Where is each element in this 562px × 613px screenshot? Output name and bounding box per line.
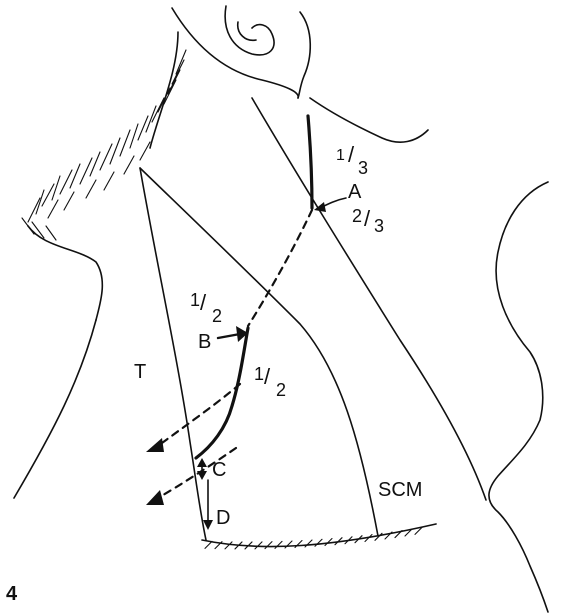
beard-stroke bbox=[36, 190, 44, 214]
beard-stroke bbox=[28, 198, 40, 222]
beard-stroke bbox=[124, 156, 134, 174]
pointer-arrow-b bbox=[218, 334, 240, 338]
svg-text:/: / bbox=[264, 364, 271, 389]
svg-text:/: / bbox=[348, 142, 355, 167]
clavicle-hatch-stroke bbox=[225, 542, 232, 549]
beard-stroke bbox=[70, 164, 80, 188]
fraction-upper-third: 1 / 3 bbox=[336, 142, 368, 178]
jaw-outline bbox=[28, 32, 178, 320]
label-scm: SCM bbox=[378, 479, 422, 501]
posterior-neck-contour bbox=[14, 320, 96, 498]
svg-text:3: 3 bbox=[374, 216, 384, 236]
label-d: D bbox=[216, 507, 230, 529]
label-c: C bbox=[212, 459, 226, 481]
beard-stroke bbox=[90, 152, 100, 176]
beard-stroke bbox=[48, 200, 58, 218]
beard-stroke bbox=[120, 130, 130, 156]
branch-upper-arrowhead bbox=[146, 438, 164, 452]
svg-text:2: 2 bbox=[276, 380, 286, 400]
clavicle-hatch-stroke bbox=[295, 541, 302, 548]
fraction-lower-half: 1 / 2 bbox=[254, 364, 286, 400]
clavicle-hatch-stroke bbox=[275, 541, 282, 548]
svg-text:/: / bbox=[200, 290, 207, 315]
beard-stroke bbox=[22, 218, 34, 234]
fraction-lower-two-thirds: 2 / 3 bbox=[352, 206, 384, 236]
beard-stroke bbox=[158, 88, 170, 112]
svg-text:1: 1 bbox=[190, 290, 200, 310]
clavicle-hatching bbox=[205, 527, 422, 549]
clavicle-hatch-stroke bbox=[315, 539, 322, 546]
beard-stroke bbox=[100, 144, 112, 170]
svg-text:3: 3 bbox=[358, 158, 368, 178]
ear-outline bbox=[172, 6, 310, 98]
beard-stroke bbox=[176, 50, 186, 74]
label-b: B bbox=[198, 331, 211, 353]
scm-posterior-border-line bbox=[140, 168, 378, 536]
marker-c-arrowhead bbox=[197, 458, 207, 467]
beard-stroke bbox=[46, 226, 56, 240]
beard-stroke bbox=[110, 138, 120, 164]
nerve-dashed-segment bbox=[248, 210, 312, 326]
beard-stroke bbox=[60, 170, 72, 194]
beard-stroke bbox=[140, 142, 150, 160]
beard-stroke bbox=[42, 184, 54, 206]
marker-c-arrowhead-down bbox=[197, 471, 207, 480]
svg-text:2: 2 bbox=[212, 306, 222, 326]
trapezius-border-line bbox=[140, 168, 206, 540]
beard-stroke bbox=[104, 172, 114, 190]
clavicle-line bbox=[202, 524, 436, 547]
beard-stroke bbox=[86, 180, 96, 198]
beard-stroke bbox=[80, 158, 92, 184]
anterior-neck-contour bbox=[489, 182, 548, 612]
clavicle-hatch-stroke bbox=[305, 540, 312, 547]
fraction-upper-half: 1 / 2 bbox=[190, 290, 222, 326]
svg-text:2: 2 bbox=[352, 206, 362, 226]
clavicle-hatch-stroke bbox=[265, 542, 272, 549]
beard-hatching bbox=[22, 50, 186, 240]
beard-stroke bbox=[130, 124, 138, 148]
shoulder-contour bbox=[310, 98, 428, 142]
beard-stroke bbox=[138, 116, 148, 140]
label-a: A bbox=[348, 181, 362, 203]
clavicle-hatch-stroke bbox=[385, 532, 392, 539]
clavicle-hatch-stroke bbox=[205, 541, 212, 548]
branch-lower-arrowhead bbox=[146, 490, 164, 505]
label-trapezius: T bbox=[134, 361, 146, 383]
scm-anterior-border-line bbox=[252, 98, 486, 500]
beard-stroke bbox=[64, 192, 74, 210]
clavicle-hatch-stroke bbox=[255, 542, 262, 549]
beard-stroke bbox=[146, 106, 156, 132]
svg-text:1: 1 bbox=[254, 364, 264, 384]
svg-text:/: / bbox=[364, 206, 371, 231]
beard-stroke bbox=[52, 176, 60, 200]
figure-number: 4 bbox=[6, 583, 18, 605]
svg-text:1: 1 bbox=[336, 147, 345, 164]
